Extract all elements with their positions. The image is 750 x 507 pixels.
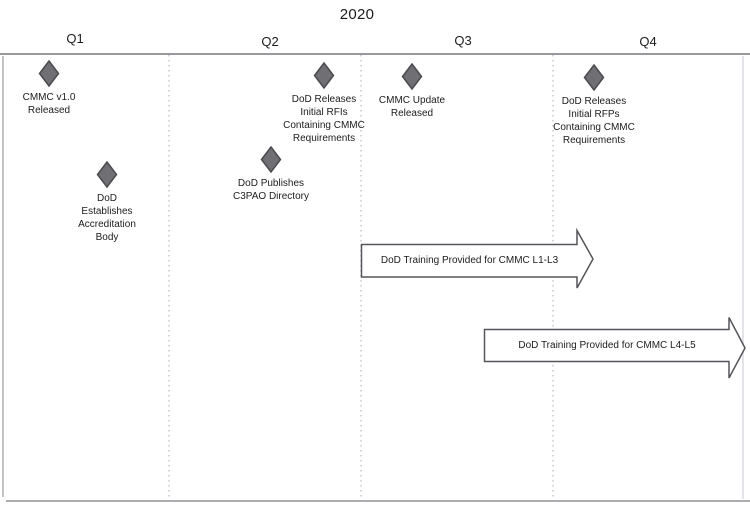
diamond-icon (313, 62, 335, 89)
diamond-icon (96, 161, 118, 188)
milestone-cmmc-v1-released: CMMC v1.0 Released (0, 60, 109, 117)
diamond-icon (583, 64, 605, 91)
diamond-icon (401, 63, 423, 90)
training-arrow-label-l4-l5: DoD Training Provided for CMMC L4-L5 (518, 339, 696, 351)
quarter-label-q1: Q1 (66, 31, 84, 46)
milestone-label: DoD Establishes Accreditation Body (78, 193, 136, 243)
training-arrow-label-l1-l3: DoD Training Provided for CMMC L1-L3 (380, 255, 559, 266)
quarter-label-q2: Q2 (261, 34, 279, 49)
milestone-label: CMMC v1.0 Released (22, 92, 76, 116)
milestone-label: DoD Publishes C3PAO Directory (233, 178, 309, 202)
right-arrow-shape-l4-l5 (483, 317, 746, 379)
timeline-right-line (742, 56, 744, 499)
quarter-divider-q1-q2 (168, 55, 170, 500)
milestone-label: DoD Releases Initial RFIs Containing CMM… (283, 94, 365, 144)
milestone-initial-rfis: DoD Releases Initial RFIs Containing CMM… (264, 62, 384, 145)
diamond-icon (260, 146, 282, 173)
timeline-top-line (0, 53, 750, 55)
milestone-cmmc-update: CMMC Update Released (352, 63, 472, 120)
milestone-initial-rfps: DoD Releases Initial RFPs Containing CMM… (534, 64, 654, 147)
milestone-label: CMMC Update Released (378, 95, 446, 119)
milestone-c3pao-directory: DoD Publishes C3PAO Directory (211, 146, 331, 203)
right-arrow-shape-l1-l3 (360, 227, 594, 289)
milestone-label: DoD Releases Initial RFPs Containing CMM… (553, 96, 635, 146)
timeline-bottom-line (6, 500, 750, 502)
timeline-left-line (2, 56, 4, 497)
diamond-icon (38, 60, 60, 87)
page-title: 2020 (339, 6, 375, 23)
quarter-label-q3: Q3 (454, 33, 472, 48)
quarter-label-q4: Q4 (639, 34, 657, 49)
milestone-dod-accreditation-body: DoD Establishes Accreditation Body (47, 161, 167, 244)
